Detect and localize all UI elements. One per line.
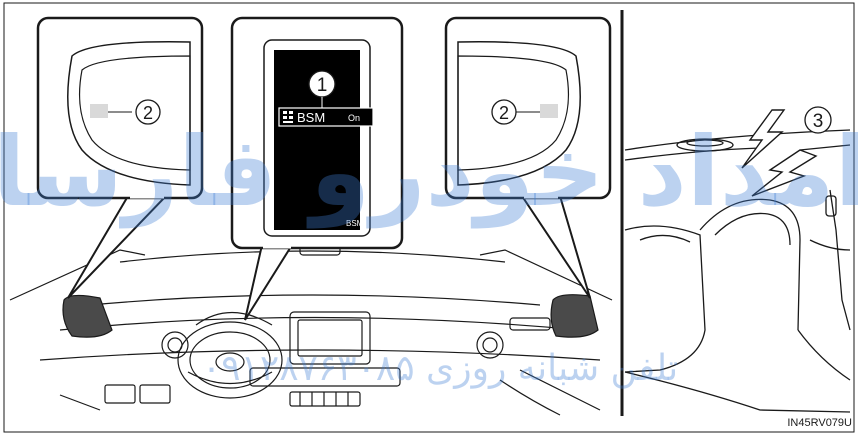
watermark-title: امداد خودرو فارسا (0, 116, 858, 229)
dashboard-illustration (10, 245, 612, 415)
watermark-phone: تلفن شبانه روزی ۰۹۱۲۸۷۶۳۰۸۵ (202, 348, 678, 389)
callout-number-1: 1 (317, 75, 328, 96)
figure-code: IN45RV079U (787, 417, 852, 429)
